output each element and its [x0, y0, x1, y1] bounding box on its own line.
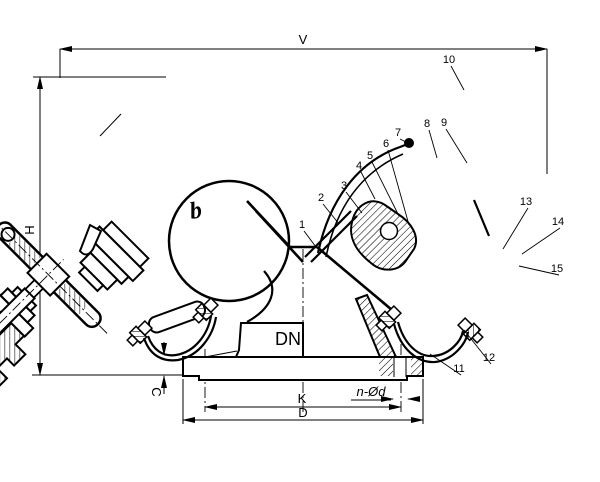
callout-leader: [518, 265, 560, 276]
callout-leader: [371, 161, 400, 217]
dim-label-k: K: [298, 391, 307, 406]
right-stem-assembly: [0, 217, 110, 405]
callout-leader: [399, 138, 413, 146]
left-tube: [146, 315, 213, 357]
callout-leader: [387, 149, 410, 226]
callout-2: 2: [318, 192, 340, 225]
joint-collar: [304, 210, 358, 263]
left-inlet-union: [77, 220, 150, 293]
right-bonnet-lower: [0, 321, 27, 394]
callout-10: 10: [443, 54, 465, 91]
callout-9: 9: [441, 117, 468, 164]
callout-leader: [360, 171, 376, 200]
callout-4: 4: [356, 160, 376, 200]
test-cock: [375, 304, 403, 332]
callout-number: 11: [453, 363, 464, 375]
dimension-d: [182, 379, 424, 424]
callout-leader: [463, 329, 492, 365]
test-cock: [192, 296, 220, 324]
dimension-h: [32, 76, 184, 376]
dimension-bolt-holes: [351, 396, 420, 402]
callout-number: 5: [367, 150, 373, 162]
spring-dome-outer: [316, 140, 414, 254]
dim-label-bolt-holes: n-Ød: [357, 384, 387, 399]
dn-label: DN: [275, 329, 301, 349]
callout-1: 1: [299, 219, 317, 248]
callout-leader: [322, 203, 340, 225]
dim-label-v: V: [299, 32, 308, 47]
callout-number: 9: [441, 117, 447, 129]
callout-14: 14: [521, 216, 564, 255]
spring-dome-inner: [325, 153, 404, 258]
callout-15: 15: [518, 263, 563, 276]
callout-11: 11: [429, 353, 465, 376]
dim-label-d: D: [298, 405, 307, 420]
callout-leader: [450, 65, 465, 91]
callout-leader: [521, 227, 561, 255]
test-cocks-and-tubes: [126, 296, 484, 364]
right-body-silhouette: [472, 199, 491, 237]
right-valve-branch: [0, 138, 491, 405]
test-cock: [456, 316, 484, 344]
callout-7: 7: [395, 127, 413, 146]
callout-number: 3: [341, 180, 347, 192]
callout-number: 4: [356, 160, 362, 172]
callout-number: 12: [483, 352, 495, 364]
callout-number: 2: [318, 192, 324, 204]
left-valve-body: [167, 179, 291, 303]
callout-number: 7: [395, 127, 401, 139]
base-flange: [182, 356, 424, 381]
valley-curve-left: [246, 270, 274, 323]
callout-number: 13: [520, 196, 532, 208]
callout-leader: [345, 191, 363, 214]
left-tube: [142, 316, 218, 362]
callout-number: 15: [551, 263, 563, 275]
brand-logo: b: [188, 197, 204, 225]
center-joint-edges: [246, 200, 393, 311]
callout-leader: [303, 230, 317, 248]
left-bracket: [78, 223, 103, 256]
callout-number: 6: [383, 138, 389, 150]
callout-13: 13: [502, 196, 532, 250]
left-valve-branch: [77, 113, 291, 334]
right-tube: [392, 323, 470, 364]
callout-number: 14: [552, 216, 564, 228]
dim-label-c: C: [149, 387, 164, 396]
callout-12: 12: [463, 329, 495, 365]
dimension-v: [59, 46, 548, 174]
callout-number: 10: [443, 54, 455, 66]
callout-5: 5: [367, 150, 400, 217]
callout-leader: [429, 353, 462, 376]
callout-leader: [428, 129, 438, 159]
callout-leader: [445, 128, 468, 164]
dim-label-h: H: [22, 225, 37, 234]
callout-8: 8: [424, 118, 438, 159]
callout-leader: [502, 207, 529, 250]
callout-6: 6: [383, 138, 410, 226]
valve-disc: [379, 221, 399, 241]
callout-number: 8: [424, 118, 430, 130]
callout-number: 1: [299, 219, 305, 231]
test-cock: [126, 319, 154, 347]
callout-3: 3: [341, 180, 363, 214]
